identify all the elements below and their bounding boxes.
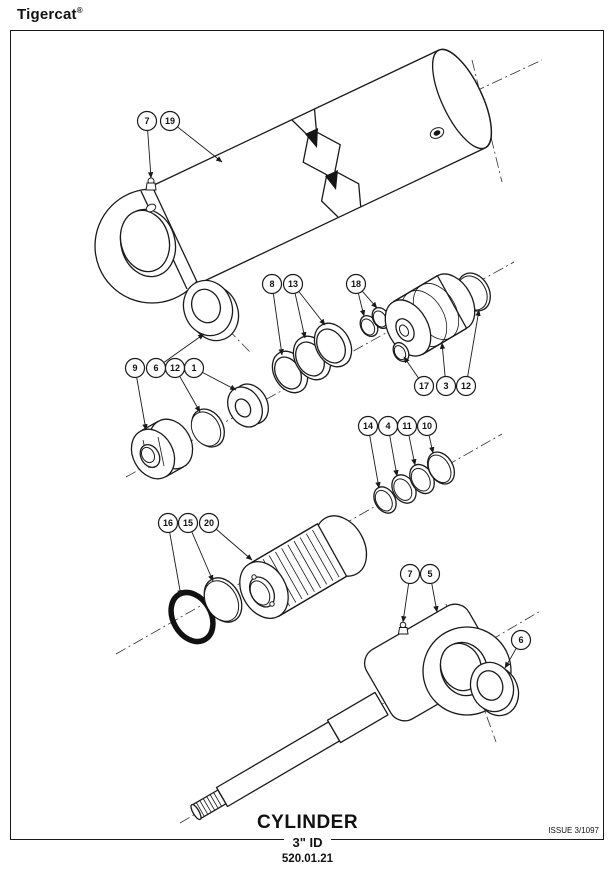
leader-line — [504, 648, 517, 669]
leader-line — [431, 583, 439, 613]
callout-balloon-15: 15 — [177, 512, 199, 534]
brand-logo: Tigercat® — [17, 6, 83, 23]
leader-line — [272, 293, 284, 356]
eye-bushing-top — [182, 279, 240, 342]
callout-balloon-17: 17 — [413, 375, 435, 397]
leader-line — [163, 333, 205, 363]
svg-text:6: 6 — [518, 635, 523, 645]
cylinder-size: 3" ID — [284, 835, 331, 850]
svg-text:7: 7 — [407, 569, 412, 579]
svg-text:6: 6 — [153, 363, 158, 373]
leader-line — [179, 376, 201, 413]
leader-line — [362, 291, 378, 309]
section-number: 520.01.21 — [281, 853, 334, 865]
piston-rod — [190, 691, 389, 821]
svg-text:9: 9 — [132, 363, 137, 373]
eye-bushing-bottom — [469, 661, 520, 717]
leader-line — [216, 529, 253, 561]
svg-text:1: 1 — [191, 363, 196, 373]
leader-line — [136, 377, 148, 431]
title-block: CYLINDER 3" ID 520.01.21 — [0, 812, 615, 865]
callout-balloon-7: 7 — [136, 110, 158, 132]
svg-text:12: 12 — [461, 381, 471, 391]
svg-text:18: 18 — [351, 279, 361, 289]
callouts-layer: 7 19 8 13 18 9 6 12 1 17 3 12 14 4 11 10 16 15 20 7 5 6 — [124, 110, 532, 669]
callout-balloon-6: 6 — [145, 357, 167, 379]
piston — [384, 273, 476, 357]
callout-balloon-9: 9 — [124, 357, 146, 379]
callout-balloon-8: 8 — [261, 273, 283, 295]
leader-line — [401, 583, 410, 623]
svg-text:16: 16 — [163, 518, 173, 528]
leader-line — [357, 293, 366, 317]
callout-balloon-4: 4 — [377, 415, 399, 437]
svg-text:19: 19 — [165, 116, 175, 126]
svg-text:7: 7 — [144, 116, 149, 126]
leader-line — [191, 532, 214, 582]
callout-balloon-6: 6 — [510, 629, 532, 651]
callout-balloon-1: 1 — [183, 357, 205, 379]
callout-balloon-13: 13 — [282, 273, 304, 295]
svg-text:14: 14 — [363, 421, 373, 431]
leader-line — [294, 293, 307, 339]
callout-balloon-14: 14 — [357, 415, 379, 437]
piston-washer — [227, 383, 269, 428]
grease-fitting-bottom — [397, 621, 409, 635]
leader-line — [428, 435, 435, 454]
callout-balloon-5: 5 — [419, 563, 441, 585]
page-title: CYLINDER — [256, 812, 359, 833]
callout-balloon-19: 19 — [159, 110, 181, 132]
seal-ring-13b — [313, 322, 353, 368]
port-boss — [429, 127, 445, 139]
callout-balloon-11: 11 — [396, 415, 418, 437]
callout-balloon-12: 12 — [164, 357, 186, 379]
svg-text:3: 3 — [443, 381, 448, 391]
leader-line — [403, 356, 419, 379]
callout-balloon-16: 16 — [157, 512, 179, 534]
registered-mark: ® — [76, 6, 83, 15]
wiper-ring-10 — [426, 451, 456, 485]
leader-line — [369, 435, 381, 489]
callout-balloon-10: 10 — [416, 415, 438, 437]
leader-line — [439, 342, 446, 377]
callout-balloon-12: 12 — [455, 375, 477, 397]
clevis-eye-bore — [119, 203, 177, 278]
cylinder-barrel — [140, 48, 493, 290]
rod-seal-11 — [409, 463, 435, 495]
svg-text:20: 20 — [204, 518, 214, 528]
svg-text:10: 10 — [422, 421, 432, 431]
leader-line — [169, 532, 183, 597]
leader-line — [389, 435, 399, 477]
leader-line — [408, 435, 417, 466]
svg-text:17: 17 — [419, 381, 429, 391]
callout-balloon-20: 20 — [198, 512, 220, 534]
grease-fitting-top — [145, 177, 157, 191]
rod-seal-14 — [373, 486, 397, 514]
threaded-gland — [239, 515, 368, 619]
leader-line — [147, 130, 154, 179]
callout-balloon-18: 18 — [345, 273, 367, 295]
svg-text:8: 8 — [269, 279, 274, 289]
svg-text:12: 12 — [170, 363, 180, 373]
issue-label: ISSUE 3/1097 — [548, 826, 599, 835]
leader-line — [298, 291, 326, 326]
callout-balloon-7: 7 — [399, 563, 421, 585]
callout-balloon-3: 3 — [435, 375, 457, 397]
svg-text:13: 13 — [288, 279, 298, 289]
leader-line — [467, 309, 481, 377]
svg-text:4: 4 — [385, 421, 390, 431]
leader-line — [202, 372, 237, 391]
svg-text:11: 11 — [402, 421, 412, 431]
svg-text:5: 5 — [427, 569, 432, 579]
piston-nut — [130, 418, 194, 480]
svg-text:15: 15 — [183, 518, 193, 528]
leader-line — [177, 126, 223, 163]
